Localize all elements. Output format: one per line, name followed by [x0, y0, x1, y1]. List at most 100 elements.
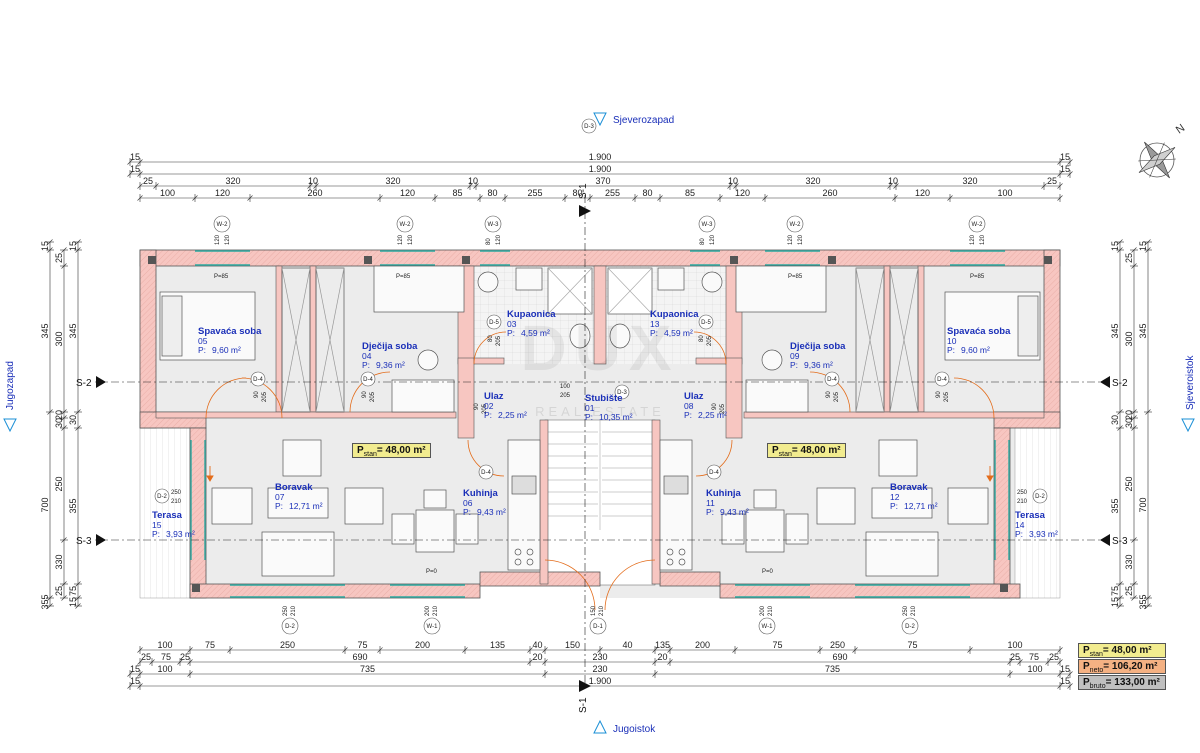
room-name: Boravak — [890, 482, 928, 493]
dimension-label: 25 — [1049, 652, 1059, 662]
unit-area-left: Pstan= 48,00 m² — [352, 443, 431, 458]
bed-kid-left — [373, 265, 465, 313]
north-marker: Sjeverozapad — [593, 112, 674, 127]
svg-text:210: 210 — [433, 605, 439, 616]
dimension-label: 100 — [997, 188, 1012, 198]
dimension-label: 355 — [68, 498, 78, 513]
dimension-label: 15 — [130, 664, 140, 674]
room-name: Stubište — [585, 393, 622, 404]
kitchen-counter-left — [507, 439, 541, 571]
room-area-prefix: P: — [947, 345, 955, 355]
south-label: Jugoistok — [613, 724, 656, 735]
dimension-label: 80 — [572, 188, 582, 198]
dimension-label: 200 — [415, 640, 430, 650]
dimension-label: 25 — [54, 586, 64, 596]
axis-s3-right: S-3 — [1112, 536, 1128, 547]
svg-text:W-3: W-3 — [488, 222, 500, 228]
wardrobe-right-1 — [855, 267, 885, 413]
dimension-label: 10 — [468, 176, 478, 186]
svg-text:100: 100 — [560, 384, 571, 390]
right-dimension-lines: 1534570035515253002030250330251534530355… — [0, 0, 1152, 610]
dimension-label: 15 — [68, 241, 78, 251]
room-area-prefix: P: — [706, 507, 714, 517]
watermark-subtitle: REAL ESTATE — [535, 404, 665, 419]
svg-text:W-2: W-2 — [972, 222, 984, 228]
dimension-label: 75 — [1029, 652, 1039, 662]
room-number: 04 — [362, 351, 372, 361]
dimension-label: 250 — [54, 476, 64, 491]
sill-label: P=85 — [788, 274, 803, 280]
svg-text:W-2: W-2 — [790, 222, 802, 228]
svg-text:200: 200 — [425, 605, 431, 616]
sill-label: P=85 — [214, 274, 229, 280]
svg-text:80: 80 — [486, 238, 492, 245]
dimension-label: 25 — [1010, 652, 1020, 662]
room-number: 02 — [484, 401, 494, 411]
dimension-label: 100 — [1007, 640, 1022, 650]
svg-text:250: 250 — [903, 605, 909, 616]
room-number: 07 — [275, 492, 285, 502]
room-name: Spavaća soba — [947, 326, 1011, 337]
room-number: 08 — [684, 401, 694, 411]
west-marker: Jugozapad — [3, 361, 17, 433]
svg-text:W-1: W-1 — [762, 624, 774, 630]
dimension-label: 10 — [308, 176, 318, 186]
left-dimension-lines: 1534570035515253002030250330251534530355… — [0, 0, 82, 610]
dimension-label: 75 — [205, 640, 215, 650]
west-label: Jugozapad — [5, 361, 16, 410]
dimension-label: 30 — [68, 415, 78, 425]
room-name: Boravak — [275, 482, 313, 493]
room-area-prefix: P: — [890, 501, 898, 511]
room-area-prefix: P: — [198, 345, 206, 355]
exterior-walls — [139, 249, 1061, 599]
dimension-label: 80 — [487, 188, 497, 198]
dimension-label: 15 — [1060, 664, 1070, 674]
svg-text:120: 120 — [408, 234, 414, 245]
room-number: 15 — [152, 520, 162, 530]
arrow-left-icon — [1100, 534, 1110, 546]
room-number: 03 — [507, 319, 517, 329]
axis-s2-right: S-2 — [1112, 378, 1128, 389]
svg-text:120: 120 — [215, 234, 221, 245]
dimension-label: 80 — [642, 188, 652, 198]
svg-text:120: 120 — [788, 234, 794, 245]
room-area: 9,36 m² — [376, 360, 405, 370]
wardrobe-left-1 — [281, 267, 311, 413]
room-name: Kuhinja — [463, 488, 499, 499]
dimension-label: 15 — [130, 152, 140, 162]
room-area: 9,36 m² — [804, 360, 833, 370]
room-name: Ulaz — [684, 391, 704, 402]
tag-d3: D-3 — [581, 118, 597, 134]
armchair-left — [282, 439, 322, 477]
svg-text:205: 205 — [370, 391, 376, 402]
room-name: Ulaz — [484, 391, 504, 402]
dimension-label: 75 — [357, 640, 367, 650]
wc-right — [609, 323, 631, 349]
dimension-label: 30 — [54, 418, 64, 428]
arrow-right-icon — [96, 534, 106, 546]
dimension-label: 320 — [805, 176, 820, 186]
svg-text:210: 210 — [291, 605, 297, 616]
room-area: 3,93 m² — [1029, 529, 1058, 539]
svg-text:80: 80 — [699, 335, 705, 342]
armchair-right — [878, 439, 918, 477]
svg-text:D-2: D-2 — [905, 624, 915, 630]
interior-walls — [155, 265, 1045, 585]
room-area-prefix: P: — [507, 328, 515, 338]
room-number: 05 — [198, 336, 208, 346]
